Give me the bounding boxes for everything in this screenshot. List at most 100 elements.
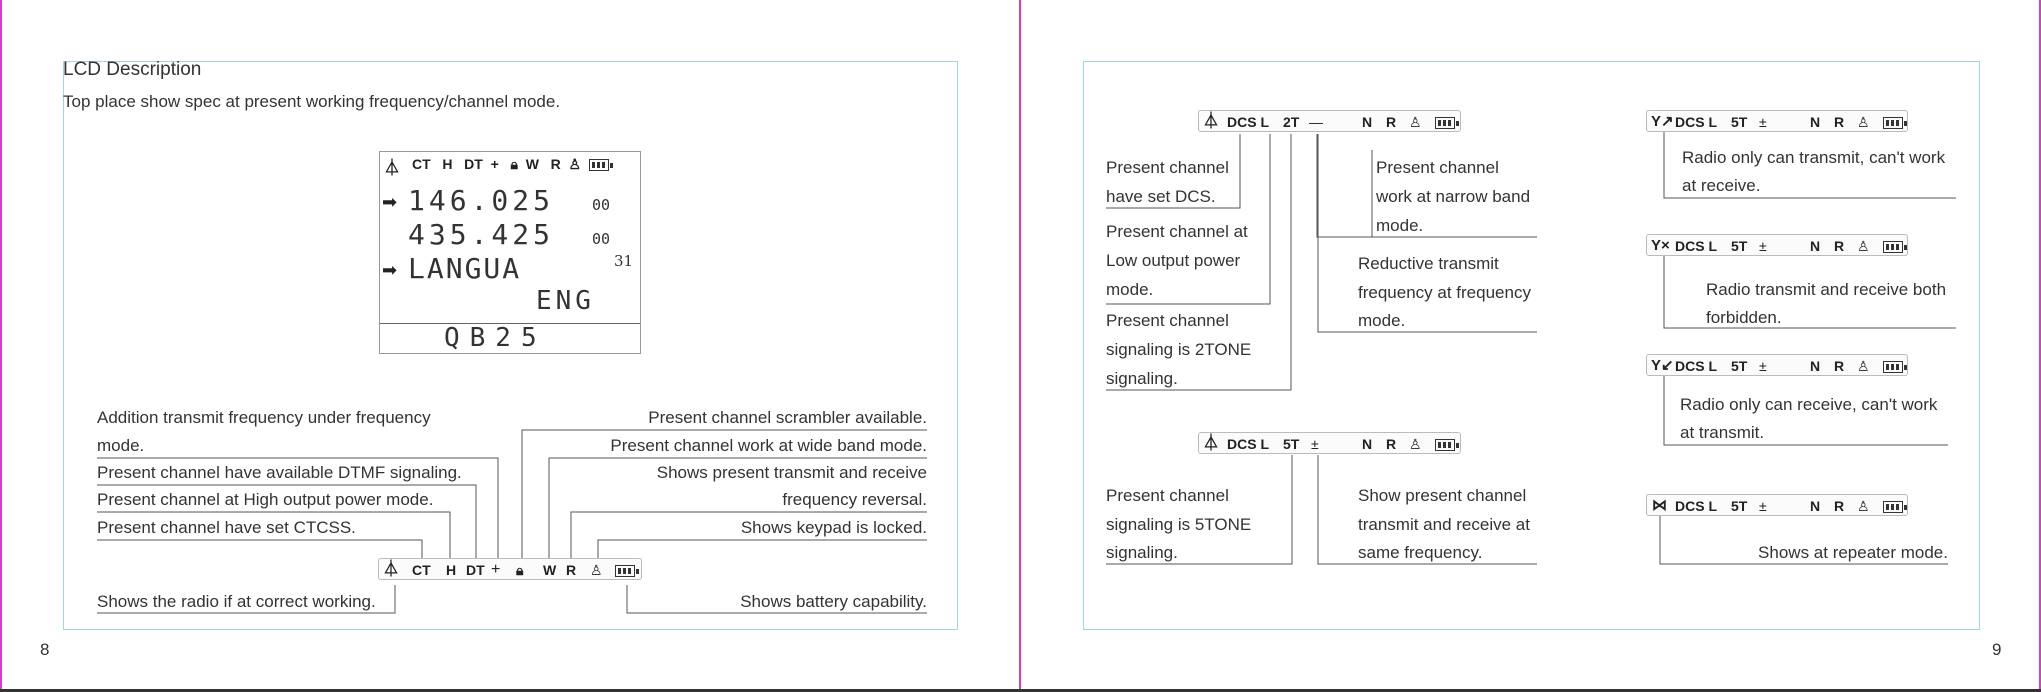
lcd-r: R bbox=[550, 156, 561, 172]
lcd-bottom-text: QB25 bbox=[444, 323, 547, 353]
label-dcs-1: Present channel bbox=[1106, 158, 1229, 177]
side2-n: N bbox=[1810, 238, 1821, 254]
side1-pm: ± bbox=[1759, 114, 1767, 130]
antenna-icon: ⏃ bbox=[1203, 113, 1220, 130]
side1-n: N bbox=[1810, 114, 1821, 130]
lock-icon: 🔒︎ bbox=[510, 156, 518, 172]
label-same-1: Show present channel bbox=[1358, 486, 1527, 505]
lcd-w: W bbox=[525, 156, 539, 172]
label-rx-only-1: Radio only can receive, can't work bbox=[1680, 395, 1938, 414]
side3-5t: 5T bbox=[1731, 358, 1748, 374]
battery-icon bbox=[1883, 235, 1907, 257]
label-reductive-2: frequency at frequency bbox=[1358, 283, 1531, 302]
battery-icon bbox=[588, 159, 613, 172]
status-bar-2t: ⏃ DCS L 2T — N R ♙ bbox=[1198, 110, 1461, 132]
label-2tone-2: signaling is 2TONE bbox=[1106, 340, 1252, 359]
side3-r: R bbox=[1834, 358, 1845, 374]
label-5tone-1: Present channel bbox=[1106, 486, 1229, 505]
battery-icon bbox=[1883, 111, 1907, 133]
arrow-icon: ➡ bbox=[382, 260, 398, 280]
bar2t-dcs: DCS L bbox=[1227, 114, 1269, 130]
bar-w: W bbox=[543, 562, 557, 578]
label-rx-only-2: at transmit. bbox=[1680, 423, 1765, 442]
label-reversal-2: frequency reversal. bbox=[782, 490, 927, 509]
status-bar-left: ⏃ CT H DT + 🔒︎ W R ♙ bbox=[378, 558, 642, 580]
left-page-edge bbox=[0, 0, 2, 692]
lcd-freq-b-sub: 00 bbox=[592, 230, 611, 248]
antenna-x-icon: Y× bbox=[1651, 237, 1670, 254]
lcd-freq-a: 146.025 bbox=[408, 184, 555, 217]
side4-5t: 5T bbox=[1731, 498, 1748, 514]
lcd-menu-text: LANGUA bbox=[408, 252, 522, 285]
label-forbidden-1: Radio transmit and receive both bbox=[1706, 280, 1947, 299]
lcd-freq-a-sub: 00 bbox=[592, 196, 611, 214]
label-same-2: transmit and receive at bbox=[1358, 515, 1530, 534]
label-same-3: same frequency. bbox=[1358, 543, 1483, 562]
keypad-icon: ♙ bbox=[568, 156, 582, 172]
bar5t-5t: 5T bbox=[1283, 436, 1300, 452]
label-addition-1: Addition transmit frequency under freque… bbox=[97, 408, 431, 427]
lcd-h: H bbox=[442, 156, 453, 172]
label-low-3: mode. bbox=[1106, 280, 1154, 299]
antenna-tx-icon: Y↗ bbox=[1651, 113, 1674, 130]
bar5t-pm: ± bbox=[1311, 436, 1319, 452]
bar5t-r: R bbox=[1386, 436, 1397, 452]
label-reversal-1: Shows present transmit and receive bbox=[656, 463, 927, 482]
label-reductive-3: mode. bbox=[1358, 311, 1406, 330]
lcd-divider bbox=[380, 323, 640, 324]
lcd-menu-number: 31 bbox=[614, 252, 634, 270]
bar5t-n: N bbox=[1362, 436, 1373, 452]
label-dtmf: Present channel have available DTMF sign… bbox=[97, 463, 462, 482]
side4-r: R bbox=[1834, 498, 1845, 514]
page-number-right: 9 bbox=[1992, 640, 2002, 659]
side3-pm: ± bbox=[1759, 358, 1767, 374]
keypad-icon: ♙ bbox=[1409, 114, 1422, 130]
battery-icon bbox=[1883, 355, 1907, 377]
keypad-icon: ♙ bbox=[1857, 238, 1870, 254]
side1-dcs: DCS L bbox=[1675, 114, 1717, 130]
side-bar-repeater: ⋈ DCS L 5T ± N R ♙ bbox=[1646, 494, 1908, 516]
battery-icon bbox=[615, 559, 639, 581]
lock-icon: 🔒︎ bbox=[516, 562, 524, 578]
side2-r: R bbox=[1834, 238, 1845, 254]
battery-icon bbox=[1435, 111, 1459, 133]
status-bar-5t: ⏃ DCS L 5T ± N R ♙ bbox=[1198, 432, 1461, 454]
lcd-ct: CT bbox=[412, 156, 431, 172]
side1-r: R bbox=[1834, 114, 1845, 130]
label-high-power: Present channel at High output power mod… bbox=[97, 490, 434, 509]
bar2t-dash: — bbox=[1309, 114, 1323, 130]
label-keypad-locked: Shows keypad is locked. bbox=[740, 518, 927, 537]
right-panel bbox=[1083, 61, 1980, 630]
bar-dt: DT bbox=[466, 562, 485, 578]
keypad-icon: ♙ bbox=[590, 562, 603, 578]
keypad-icon: ♙ bbox=[1857, 114, 1870, 130]
label-forbidden-2: forbidden. bbox=[1706, 308, 1782, 327]
page-number-left: 8 bbox=[40, 640, 50, 659]
battery-icon bbox=[1435, 433, 1459, 455]
bar-ct: CT bbox=[412, 562, 431, 578]
side4-dcs: DCS L bbox=[1675, 498, 1717, 514]
left-panel bbox=[63, 61, 958, 630]
repeater-icon: ⋈ bbox=[1652, 497, 1667, 514]
lcd-plus: + bbox=[490, 156, 499, 172]
side2-5t: 5T bbox=[1731, 238, 1748, 254]
bar-r: R bbox=[566, 562, 577, 578]
antenna-rx-icon: Y↙ bbox=[1651, 357, 1674, 374]
side1-5t: 5T bbox=[1731, 114, 1748, 130]
label-correct-working: Shows the radio if at correct working. bbox=[97, 592, 376, 611]
label-2tone-1: Present channel bbox=[1106, 311, 1229, 330]
label-wide-band: Present channel work at wide band mode. bbox=[610, 436, 927, 455]
battery-icon bbox=[1883, 495, 1907, 517]
side-bar-receive-only: Y↙ DCS L 5T ± N R ♙ bbox=[1646, 354, 1908, 376]
label-low-2: Low output power bbox=[1106, 251, 1241, 270]
keypad-icon: ♙ bbox=[1409, 436, 1422, 452]
side2-dcs: DCS L bbox=[1675, 238, 1717, 254]
label-reductive-1: Reductive transmit bbox=[1358, 254, 1499, 273]
antenna-icon: ⏃ bbox=[1203, 435, 1220, 452]
bar2t-n: N bbox=[1362, 114, 1373, 130]
bar-h: H bbox=[446, 562, 457, 578]
bar2t-2t: 2T bbox=[1283, 114, 1300, 130]
label-narrow-3: mode. bbox=[1376, 216, 1424, 235]
label-ctcss: Present channel have set CTCSS. bbox=[97, 518, 356, 537]
side3-n: N bbox=[1810, 358, 1821, 374]
